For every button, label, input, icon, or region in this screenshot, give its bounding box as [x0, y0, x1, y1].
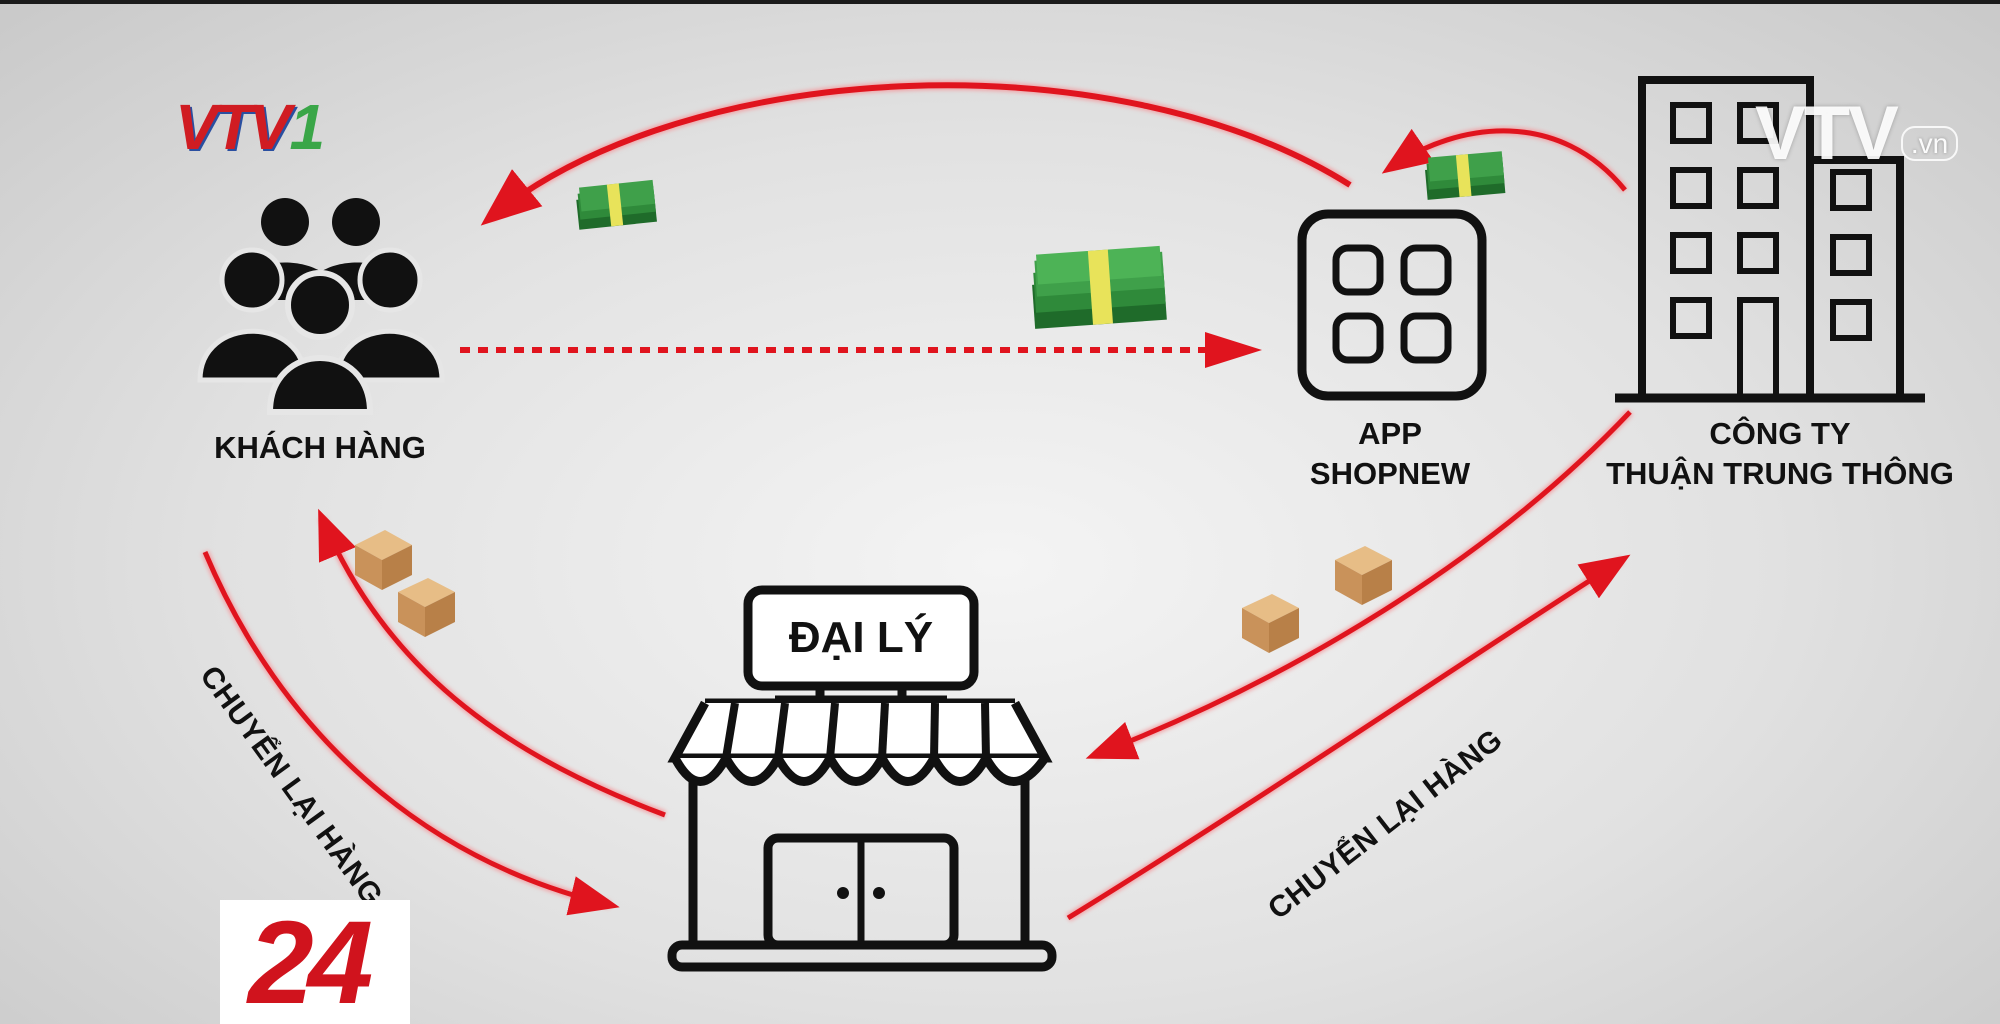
arrow-agency-to-customers	[318, 508, 667, 819]
vtv1-logo: VTV1	[175, 95, 325, 159]
top-border	[0, 0, 2000, 4]
vtv1-logo-text: VTV	[175, 91, 291, 163]
company-label: CÔNG TY THUẬN TRUNG THÔNG	[1600, 414, 1960, 494]
arrow-app-to-customers	[480, 80, 1353, 226]
agency-sign-text: ĐẠI LÝ	[788, 613, 934, 662]
app-label-line1: APP	[1358, 416, 1422, 451]
cardboard-box-icon	[355, 530, 412, 590]
cardboard-box-icon	[398, 578, 455, 637]
channel-24-logo-text: 24	[248, 897, 373, 1024]
arrow-customers-to-app-dotted	[460, 332, 1262, 368]
vtv1-logo-number: 1	[289, 91, 326, 163]
customers-label: KHÁCH HÀNG	[214, 430, 426, 465]
vtv-vn-watermark: VTV.vn	[1755, 96, 1959, 172]
arrow-company-to-app	[1381, 126, 1629, 193]
cardboard-box-icon	[1242, 594, 1299, 653]
cardboard-box-icon	[1335, 546, 1392, 605]
office-building-icon	[1615, 76, 1925, 403]
company-label-line2: THUẬN TRUNG THÔNG	[1606, 456, 1954, 491]
app-label: APP SHOPNEW	[1270, 414, 1510, 494]
people-group-icon	[197, 198, 445, 415]
cash-stack-icon	[1032, 245, 1167, 329]
arrow-customers-to-agency	[201, 550, 620, 916]
channel-24-logo: 24	[220, 900, 410, 1024]
cash-stack-icon	[1425, 151, 1506, 200]
arrow-agency-to-company	[1065, 554, 1631, 922]
cash-stack-icon	[576, 179, 657, 230]
company-label-line1: CÔNG TY	[1709, 416, 1851, 451]
storefront-icon	[667, 585, 1057, 972]
arrow-company-to-agency	[1085, 409, 1633, 760]
app-label-line2: SHOPNEW	[1309, 456, 1471, 491]
watermark-main-text: VTV	[1755, 91, 1899, 176]
watermark-suffix-text: .vn	[1900, 126, 1959, 161]
app-grid-icon	[1297, 209, 1487, 401]
